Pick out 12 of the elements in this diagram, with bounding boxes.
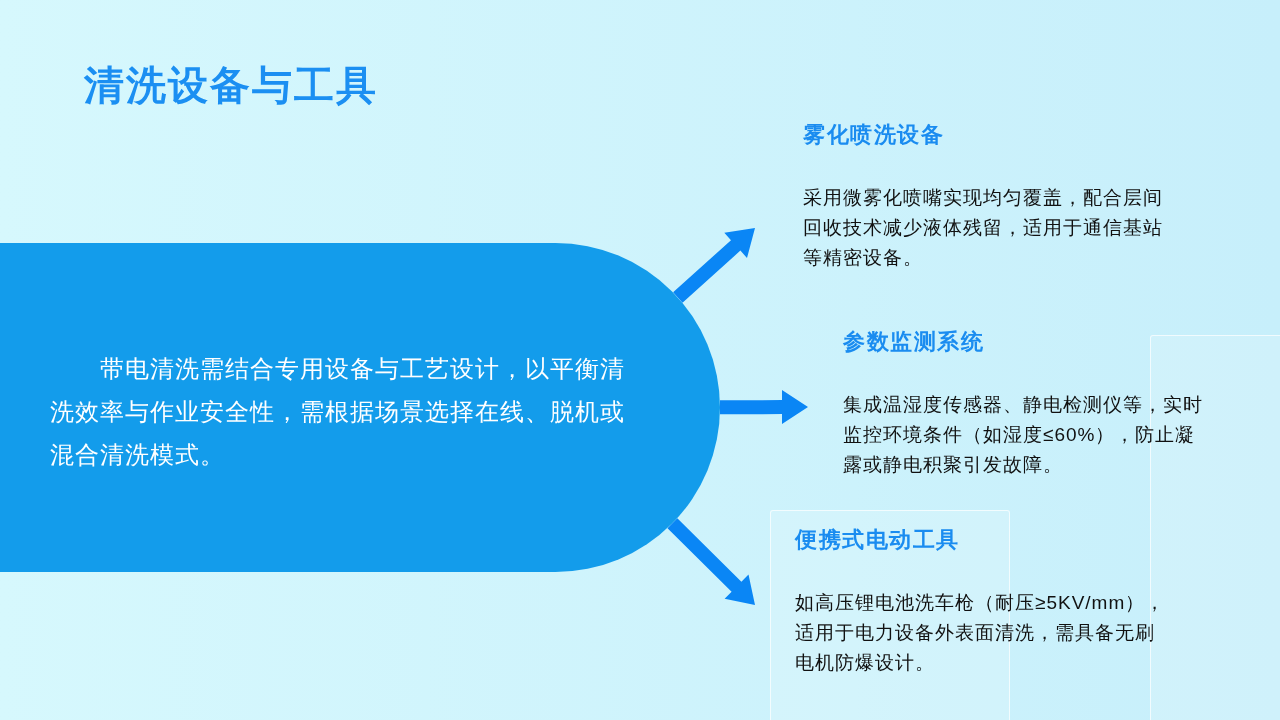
section-heading: 雾化喷洗设备 <box>803 121 944 149</box>
description-text: 带电清洗需结合专用设备与工艺设计，以平衡清洗效率与作业安全性，需根据场景选择在线、脱机或混合清洗模式。 <box>50 354 626 470</box>
rounded-band <box>0 243 720 572</box>
arrow <box>720 390 808 425</box>
arrow <box>667 518 755 605</box>
section-heading: 参数监测系统 <box>843 328 984 356</box>
arrow <box>673 228 755 303</box>
description-text: 集成温湿度传感器、静电检测仪等，实时监控环境条件（如湿度≤60%），防止凝露或静电积聚引发故障。 <box>843 393 1204 477</box>
slide-title: 清洗设备与工具 <box>84 62 378 109</box>
description-text: 如高压锂电池洗车枪（耐压≥5KV/mm），适用于电力设备外表面清洗，需具备无刷电机防爆设计。 <box>795 591 1167 675</box>
section-heading: 便携式电动工具 <box>795 526 960 554</box>
description-text: 采用微雾化喷嘴实现均匀覆盖，配合层间回收技术减少液体残留，适用于通信基站等精密设备。 <box>803 186 1164 270</box>
